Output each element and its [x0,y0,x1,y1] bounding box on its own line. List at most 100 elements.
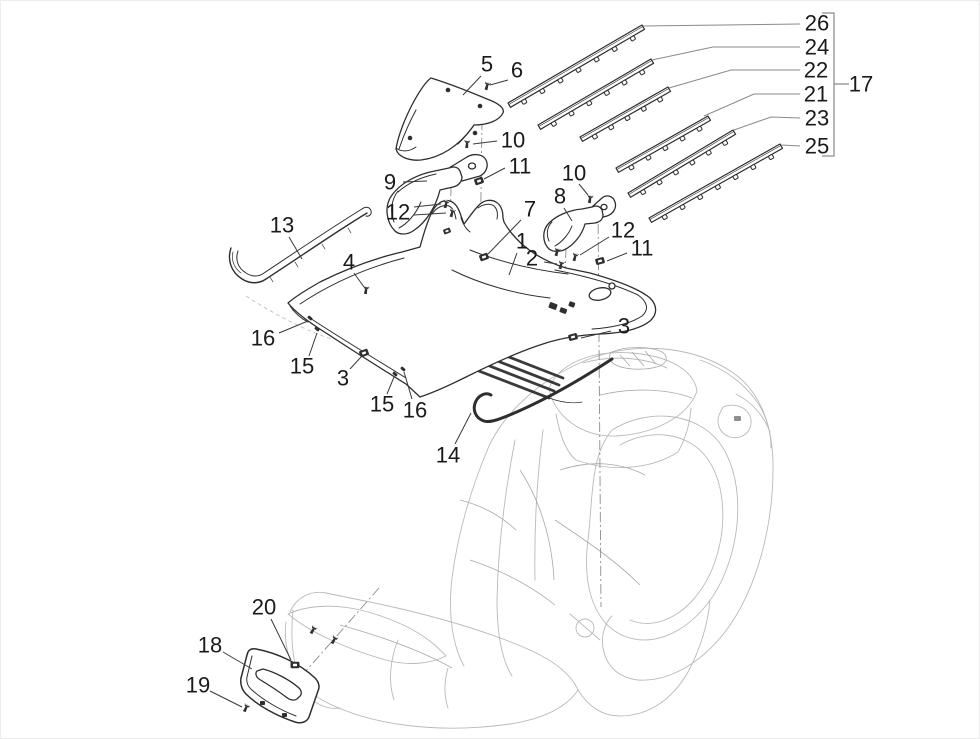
callout-label: 2 [526,246,538,271]
leader-line [780,144,801,147]
callout-label: 18 [198,633,222,658]
strip-stud [575,67,582,73]
leader-line [543,261,558,265]
leader-line [308,332,318,357]
strip-stud [645,154,652,161]
callout-label: 15 [370,392,394,417]
leader-line [642,23,801,27]
callout-leader-layer [209,23,801,708]
clip-icon [290,661,300,669]
strip-stud [593,56,600,63]
strip-stud [750,164,757,170]
strip-stud [768,154,775,160]
callout-label: 21 [804,82,828,107]
leader-line [454,412,472,445]
screw-icon [570,252,580,262]
strip-stud [550,120,557,127]
centerline [304,587,380,673]
clip-icon [594,256,606,266]
strip-stud [661,214,668,220]
strip-stud [696,125,703,132]
leader-line [349,356,362,370]
callout-label: 24 [805,35,829,60]
leader-line [578,183,589,196]
screw-icon [241,703,251,714]
callout-label: 20 [252,595,276,620]
callout-label: 9 [384,170,396,195]
callout-label: 13 [270,213,294,238]
leader-line [288,236,303,260]
floor-strip [537,58,655,130]
strip-stud [662,145,669,151]
callout-label: 7 [524,197,536,222]
floor-strip [627,129,737,198]
strip-stud [608,124,615,131]
strip-stud [697,194,704,200]
strip-stud [732,174,739,180]
leader-line [209,690,243,708]
strip-stud [586,100,593,107]
strip-stud [621,79,628,86]
group-bracket: 17 [822,12,873,157]
leader-line [386,376,395,395]
strip-stud [714,184,721,190]
leader-line [487,219,522,255]
callout-label: 3 [618,314,630,339]
callout-label: 12 [611,218,635,243]
leader-line [413,212,447,216]
callout-label: 22 [804,58,828,83]
leader-line [222,651,253,670]
left-pillion-footrest [386,153,488,235]
leader-line [403,371,413,400]
floor-strip [507,24,646,108]
strip-stud [611,46,618,52]
callout-label: 8 [554,184,566,209]
centerline [597,205,602,608]
leader-line [413,203,442,208]
leader-line [472,140,498,145]
leader-line [563,207,573,222]
floor-panel [287,199,657,398]
callout-label: 6 [511,58,523,83]
floor-strip [615,115,712,173]
leader-line [462,75,482,96]
left-trim-rail [228,206,372,284]
center-mat-cover [395,77,504,161]
callout-label: 4 [343,250,355,275]
leader-line [489,79,509,86]
callout-label: 25 [805,134,829,159]
strip-stud [679,135,686,142]
strip-stud [639,69,646,76]
strip-stud [656,179,663,186]
strip-stud [521,98,528,105]
callout-label: 26 [805,11,829,36]
strip-stud [679,204,686,210]
callout-label: 11 [509,154,532,179]
callout-label: 1 [516,229,528,254]
strip-stud [624,115,631,121]
callout-label: 11 [631,236,654,261]
strip-stud [539,88,546,94]
screw-icon [308,625,318,636]
callout-label: 12 [386,200,410,225]
leader-line [508,252,518,276]
strip-stud [591,133,598,140]
strip-stud [640,105,647,112]
group-callout-label: 17 [849,72,873,97]
leader-line [651,46,800,61]
right-pillion-footrest [543,195,617,253]
callout-label: 19 [186,673,210,698]
strip-stud [603,90,610,96]
strip-stud [672,169,679,176]
leader-line [668,69,800,89]
callout-label: 5 [481,52,493,77]
screw-icon [463,139,471,149]
leader-line [402,180,428,183]
strip-stud [640,189,647,196]
leader-line [353,272,365,288]
leader-line [579,236,610,256]
callout-label: 10 [562,161,586,186]
callout-label: 14 [436,443,460,468]
